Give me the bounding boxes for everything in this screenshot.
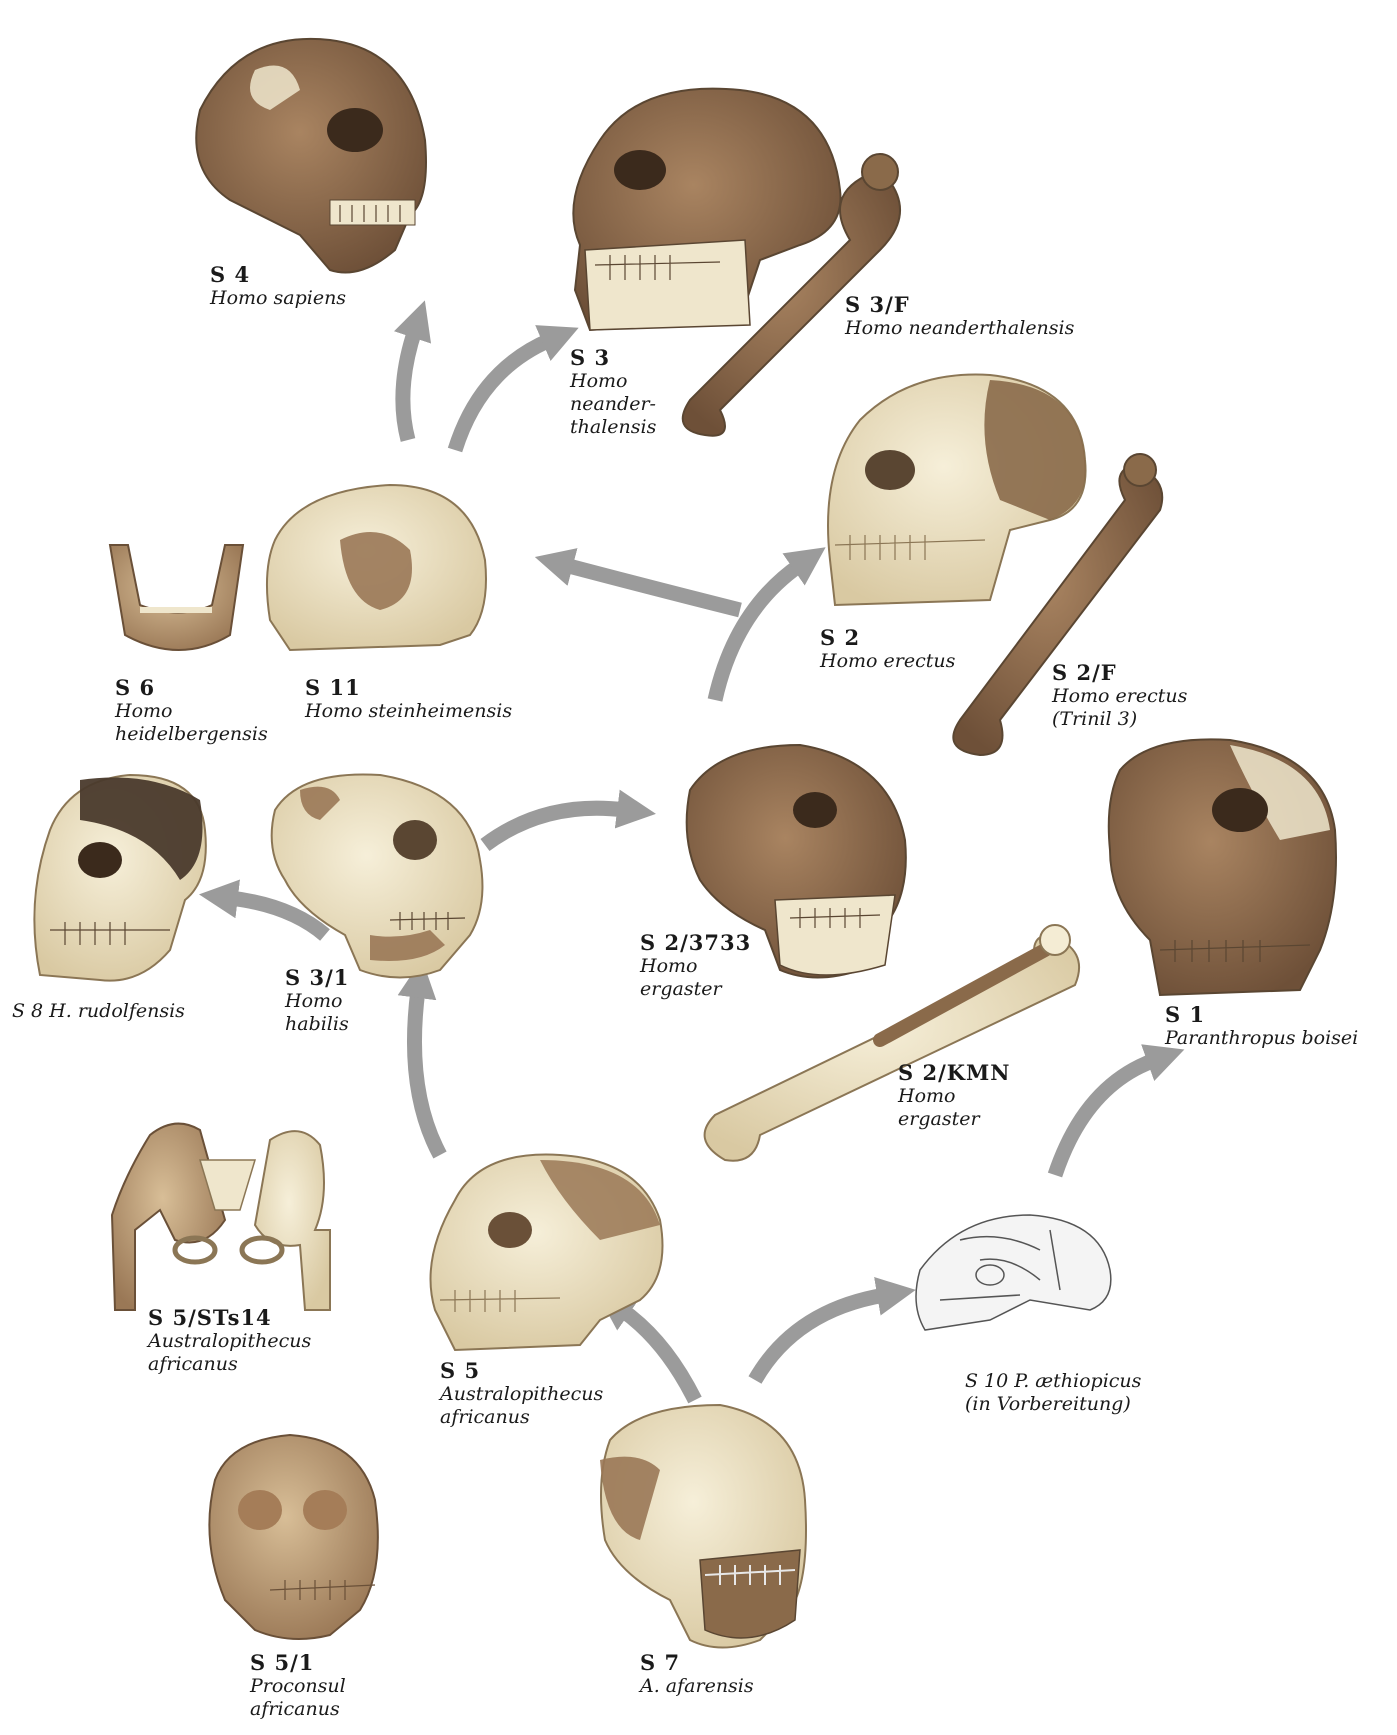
arrow-to-s3	[455, 340, 550, 450]
label-s7: S 7 A. afarensis	[640, 1650, 754, 1698]
species-name: neander-	[570, 393, 656, 416]
arrow-to-s10	[755, 1295, 885, 1380]
specimen-code: S 2	[820, 625, 955, 650]
species-name: Australopithecus	[148, 1330, 311, 1353]
label-s31: S 3/1 Homo habilis	[285, 965, 349, 1036]
specimen-code: S 1	[1165, 1002, 1358, 1027]
species-name: Homo erectus	[1052, 685, 1187, 708]
label-s5sts: S 5/STs14 Australopithecus africanus	[148, 1305, 311, 1376]
specimen-code: S 3	[570, 345, 656, 370]
arrow-to-s23733	[485, 808, 625, 845]
species-name: Homo	[115, 700, 268, 723]
label-s51: S 5/1 Proconsul africanus	[250, 1650, 346, 1721]
specimen-code: S 2/F	[1052, 660, 1187, 685]
specimen-code: S 2/3733	[640, 930, 751, 955]
skull-s8	[34, 775, 205, 981]
skull-s4	[196, 39, 426, 273]
skull-s7	[600, 1405, 806, 1648]
label-s3: S 3 Homo neander- thalensis	[570, 345, 656, 439]
specimen-code: S 5/1	[250, 1650, 346, 1675]
label-s23733: S 2/3733 Homo ergaster	[640, 930, 751, 1001]
label-s4: S 4 Homo sapiens	[210, 262, 346, 310]
label-s2kmn: S 2/KMN Homo ergaster	[898, 1060, 1010, 1131]
skull-s31	[272, 774, 483, 977]
label-s2: S 2 Homo erectus	[820, 625, 955, 673]
species-name: Homo	[640, 955, 751, 978]
species-name: Australopithecus	[440, 1383, 603, 1406]
species-name: thalensis	[570, 416, 656, 439]
arrow-to-s31	[414, 990, 440, 1155]
species-name: Homo	[898, 1085, 1010, 1108]
specimen-code: S 11	[305, 675, 512, 700]
label-s8: S 8 H. rudolfensis	[12, 1000, 185, 1023]
species-name: Homo sapiens	[210, 287, 346, 310]
species-name: africanus	[250, 1698, 346, 1721]
species-name: ergaster	[640, 978, 751, 1001]
species-name: Homo	[285, 990, 349, 1013]
label-s10: S 10 P. æthiopicus (in Vorbereitung)	[965, 1370, 1141, 1416]
specimen-status: (in Vorbereitung)	[965, 1393, 1141, 1416]
specimen-name: S 8 H. rudolfensis	[12, 1000, 185, 1022]
arrow-to-s1	[1055, 1060, 1155, 1175]
specimen-code: S 3/1	[285, 965, 349, 990]
skull-s2	[828, 375, 1086, 605]
species-name: A. afarensis	[640, 1675, 754, 1698]
specimen-code: S 6	[115, 675, 268, 700]
species-name: africanus	[148, 1353, 311, 1376]
arrow-to-s11	[565, 565, 740, 610]
specimen-code: S 5/STs14	[148, 1305, 311, 1330]
species-name: Homo steinheimensis	[305, 700, 512, 723]
specimen-code: S 4	[210, 262, 346, 287]
skull-s11	[267, 485, 486, 650]
species-name: Homo neanderthalensis	[845, 317, 1074, 340]
label-s1: S 1 Paranthropus boisei	[1165, 1002, 1358, 1050]
label-s2f: S 2/F Homo erectus (Trinil 3)	[1052, 660, 1187, 731]
label-s5: S 5 Australopithecus africanus	[440, 1358, 603, 1429]
mandible-s6	[110, 545, 243, 650]
species-name: Homo erectus	[820, 650, 955, 673]
specimen-code: S 5	[440, 1358, 603, 1383]
species-name: Homo	[570, 370, 656, 393]
specimen-code: S 7	[640, 1650, 754, 1675]
arrow-to-s4	[403, 330, 415, 440]
arrow-to-s5	[622, 1310, 695, 1400]
species-name: ergaster	[898, 1108, 1010, 1131]
femur-s2kmn	[705, 925, 1080, 1161]
species-name: (Trinil 3)	[1052, 708, 1187, 731]
species-name: habilis	[285, 1013, 349, 1036]
species-name: africanus	[440, 1406, 603, 1429]
skull-s1	[1109, 739, 1336, 995]
specimen-name: S 10 P. æthiopicus	[965, 1370, 1141, 1393]
label-s6: S 6 Homo heidelbergensis	[115, 675, 268, 746]
species-name: heidelbergensis	[115, 723, 268, 746]
label-s3f: S 3/F Homo neanderthalensis	[845, 292, 1074, 340]
species-name: Paranthropus boisei	[1165, 1027, 1358, 1050]
label-s11: S 11 Homo steinheimensis	[305, 675, 512, 723]
arrow-to-s2	[715, 565, 800, 700]
species-name: Proconsul	[250, 1675, 346, 1698]
sketch-s10	[916, 1215, 1111, 1330]
specimen-code: S 2/KMN	[898, 1060, 1010, 1085]
pelvis-s5sts	[112, 1124, 330, 1310]
skull-s51	[209, 1435, 377, 1639]
specimen-code: S 3/F	[845, 292, 1074, 317]
